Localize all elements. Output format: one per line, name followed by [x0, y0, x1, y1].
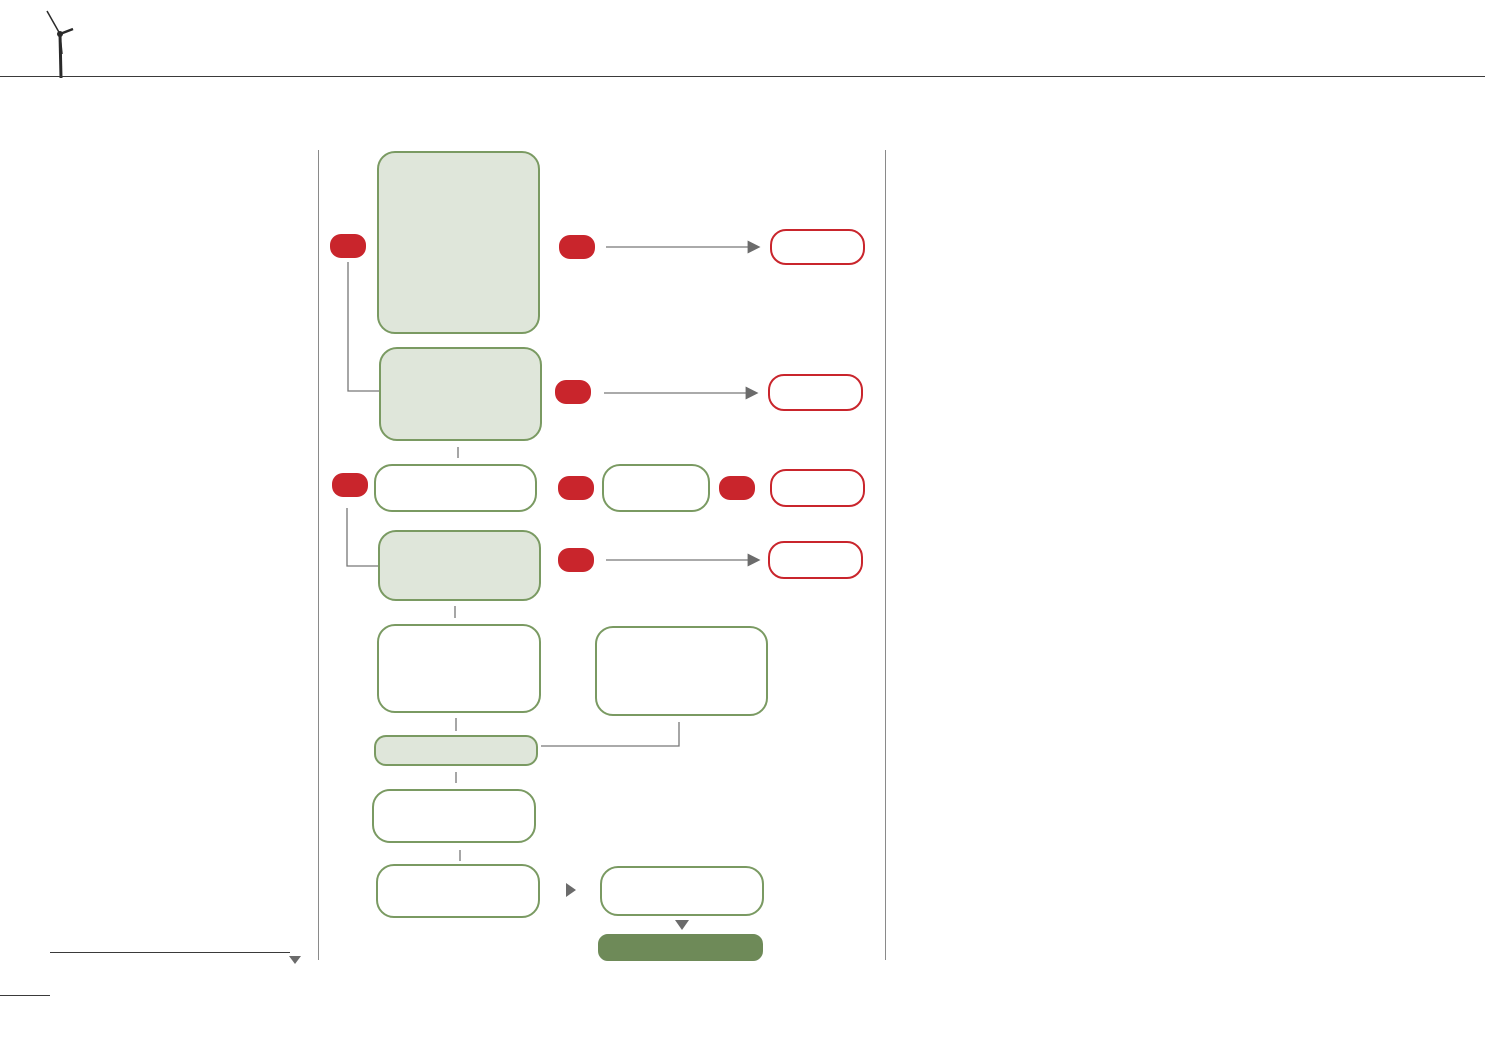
left-column-divider [318, 150, 319, 960]
outcome-box-3-label [772, 471, 863, 505]
process-box-8 [374, 735, 538, 766]
decision-pill-3 [555, 380, 591, 404]
footer-rule [50, 952, 290, 953]
decision-pill-5-label [558, 476, 594, 500]
arrow-down-icon [675, 920, 689, 930]
decision-pill-6-label [719, 476, 755, 500]
process-box-1-label [379, 153, 538, 332]
footer-arrow-down-icon [288, 952, 302, 970]
final-result-box [598, 934, 763, 961]
decision-pill-6 [719, 476, 755, 500]
outcome-box-2 [768, 374, 863, 411]
process-box-1 [377, 151, 540, 334]
decision-pill-2 [559, 235, 595, 259]
decision-pill-3-label [555, 380, 591, 404]
decision-pill-5 [558, 476, 594, 500]
process-box-11 [600, 866, 764, 916]
process-box-9 [372, 789, 536, 843]
header-rule [0, 76, 1485, 77]
outcome-box-4 [768, 541, 863, 579]
decision-pill-7 [558, 548, 594, 572]
page-rule [0, 995, 50, 996]
decision-pill-1-label [330, 234, 366, 258]
outcome-box-1-label [772, 231, 863, 263]
process-box-2 [379, 347, 542, 441]
right-column-divider [885, 150, 886, 960]
decision-pill-4-label [332, 473, 368, 497]
final-result-label [600, 936, 761, 959]
process-box-10-label [378, 866, 538, 916]
process-box-6-label [379, 626, 539, 711]
process-box-5 [378, 530, 541, 601]
process-box-10 [376, 864, 540, 918]
process-box-2-label [381, 349, 540, 439]
wind-turbine-icon [40, 8, 80, 80]
outcome-box-2-label [770, 376, 861, 409]
process-box-9-label [374, 791, 534, 841]
outcome-box-4-label [770, 543, 861, 577]
process-box-8-label [376, 737, 536, 764]
process-box-5-label [380, 532, 539, 599]
process-box-3 [374, 464, 537, 512]
decision-pill-1 [330, 234, 366, 258]
process-box-3-label [376, 466, 535, 510]
process-box-4-label [604, 466, 708, 510]
decision-pill-2-label [559, 235, 595, 259]
process-box-7 [595, 626, 768, 716]
decision-pill-7-label [558, 548, 594, 572]
outcome-box-1 [770, 229, 865, 265]
outcome-box-3 [770, 469, 865, 507]
decision-pill-4 [332, 473, 368, 497]
process-box-4 [602, 464, 710, 512]
process-box-11-label [602, 868, 762, 914]
arrow-right-icon [566, 883, 576, 897]
process-box-7-label [597, 628, 766, 714]
process-box-6 [377, 624, 541, 713]
